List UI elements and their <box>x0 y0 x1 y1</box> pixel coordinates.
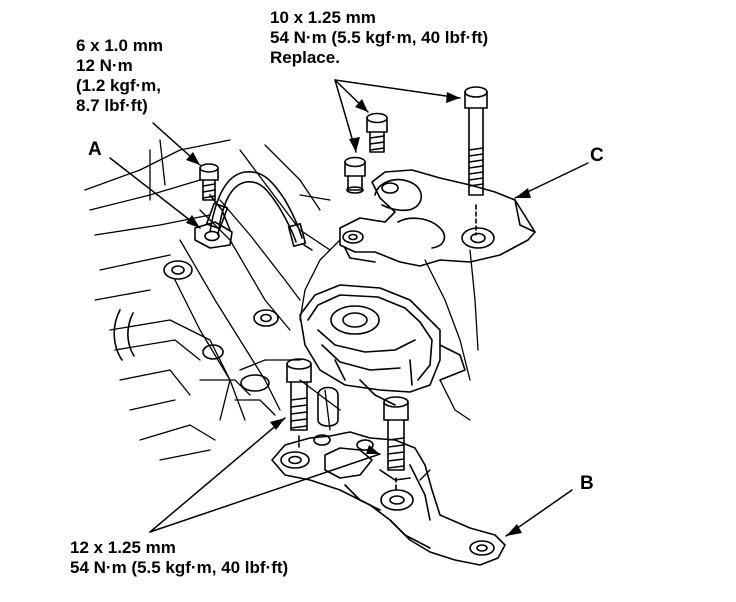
upper-bolt-torque: 54 N·m (5.5 kgf·m, 40 lbf·ft) <box>270 28 489 47</box>
mount-bracket-c <box>339 169 536 267</box>
lower-bolt-torque: 54 N·m (5.5 kgf·m, 40 lbf·ft) <box>70 558 289 577</box>
lower-bolt-size: 12 x 1.25 mm <box>70 538 176 557</box>
callout-c: C <box>590 145 604 166</box>
ground-bolt-spec: 6 x 1.0 mm 12 N·m (1.2 kgf·m, 8.7 lbf·ft… <box>76 36 163 116</box>
arrowheads <box>186 92 531 536</box>
upper-bolt-note: Replace. <box>270 48 340 67</box>
ground-bolt-size: 6 x 1.0 mm <box>76 36 163 55</box>
upper-bolts <box>344 86 488 236</box>
ground-terminal <box>194 221 233 249</box>
ground-bolt <box>199 163 219 201</box>
lower-bolt-spec: 12 x 1.25 mm 54 N·m (5.5 kgf·m, 40 lbf·f… <box>70 538 288 578</box>
lower-bolts <box>286 358 409 493</box>
ground-cable <box>205 171 313 251</box>
ground-bolt-torque-kgfm: (1.2 kgf·m, <box>76 76 162 95</box>
leader-lines <box>109 79 589 537</box>
ground-bolt-torque-lbfft: 8.7 lbf·ft) <box>76 96 148 115</box>
upper-bolt-size: 10 x 1.25 mm <box>270 8 376 27</box>
ground-bolt-torque-nm: 12 N·m <box>76 56 133 75</box>
rubber-mount <box>299 284 466 406</box>
callout-b: B <box>580 473 594 494</box>
engine-bosses <box>113 260 339 427</box>
callout-a: A <box>88 139 102 160</box>
upper-bolt-spec: 10 x 1.25 mm 54 N·m (5.5 kgf·m, 40 lbf·f… <box>270 8 488 68</box>
